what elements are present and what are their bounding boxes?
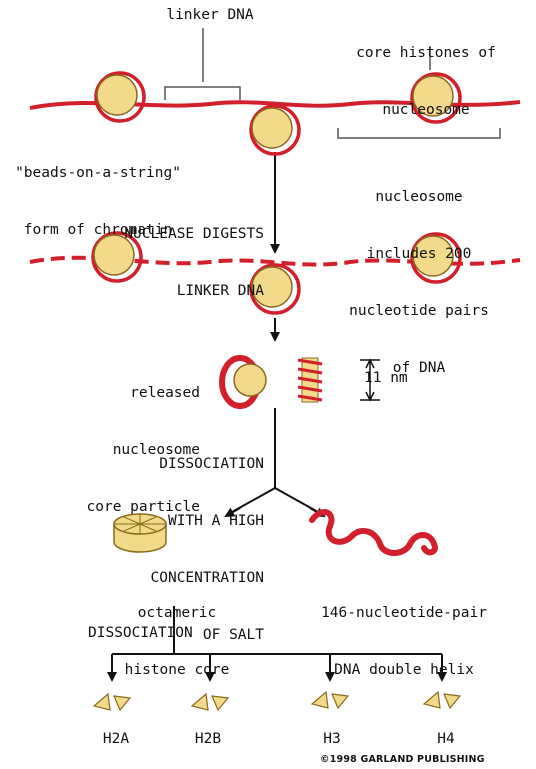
- label-nuclease-digests: NUCLEASE DIGESTS LINKER DNA: [40, 187, 264, 339]
- histone-piece-a: [190, 692, 209, 711]
- histone-pair-4: [422, 690, 462, 710]
- octamer-dividers: [114, 514, 166, 534]
- edge-view-dna-turn: [297, 394, 323, 402]
- bead-3-dna-wrap: [410, 72, 462, 124]
- histone-pair-3: [310, 690, 350, 710]
- label-beads-line-1: "beads-on-a-string": [15, 165, 181, 181]
- bead-2-core: [251, 107, 293, 149]
- label-core-histones-line-2: nucleosome: [382, 102, 470, 118]
- core-particle-histone: [233, 363, 267, 397]
- linker-bracket: [164, 28, 241, 100]
- bead-5-dna-wrap: [249, 263, 301, 315]
- released-core-particle: [219, 355, 267, 409]
- label-core-histones-line-1: core histones of: [356, 45, 496, 61]
- histone-piece-b: [443, 693, 462, 710]
- label-h3: H3: [323, 731, 341, 747]
- annotations: [92, 28, 501, 712]
- label-h2b: H2B: [194, 731, 222, 747]
- label-salt-line-4: OF SALT: [202, 627, 264, 643]
- bead-5-core: [251, 266, 293, 308]
- label-nucleosome-line-4: of DNA: [392, 360, 446, 376]
- label-nucleosome-line-1: nucleosome: [375, 189, 463, 205]
- label-nuclease-line-2: LINKER DNA: [176, 283, 264, 299]
- label-nucleosome-line-3: nucleotide pairs: [349, 303, 489, 319]
- label-helix-line-1: 146-nucleotide-pair: [321, 605, 487, 621]
- size-bar-arrows: [365, 358, 375, 402]
- histone-piece-a: [92, 692, 111, 711]
- nucleosome-beads: [91, 71, 462, 315]
- label-released-line-2: nucleosome: [112, 442, 200, 458]
- label-core-histones: core histones of nucleosome: [338, 6, 514, 158]
- label-h4: H4: [437, 731, 455, 747]
- histone-piece-b: [211, 695, 230, 712]
- label-released-line-1: released: [130, 385, 200, 401]
- label-beads-on-string: "beads-on-a-string" form of chromatin: [2, 126, 194, 278]
- histone-piece-b: [113, 695, 132, 712]
- label-h2a: H2A: [102, 731, 130, 747]
- bead-5: [249, 263, 301, 315]
- edge-view-dna-turn: [297, 367, 323, 375]
- label-salt-line-2: WITH A HIGH: [167, 513, 264, 529]
- label-salt-line-3: CONCENTRATION: [150, 570, 265, 586]
- bead-6-core: [412, 235, 454, 277]
- bead-1: [94, 71, 146, 123]
- label-nucleosome-line-2: includes 200: [366, 246, 472, 262]
- bead-4: [91, 231, 143, 283]
- copyright-notice: ©1998 GARLAND PUBLISHING: [320, 754, 485, 765]
- bead-4-core: [93, 234, 135, 276]
- arrowhead-left: [224, 507, 241, 517]
- nucleosome-span-bracket: [337, 128, 501, 139]
- edge-view-dna-turn: [297, 358, 323, 366]
- histone-piece-a: [310, 690, 329, 709]
- histone-pair-1: [92, 692, 132, 712]
- bead-4-dna-wrap: [91, 231, 143, 283]
- core-particle-edge-view: [297, 357, 323, 403]
- histone-piece-b: [331, 693, 350, 710]
- dna-double-helix: [309, 509, 438, 556]
- label-octameric-core: octameric histone core: [92, 566, 262, 718]
- label-linker-dna: linker DNA: [166, 7, 254, 23]
- bead-6: [410, 232, 462, 284]
- label-nucleosome-includes: nucleosome includes 200 nucleotide pairs…: [334, 150, 504, 416]
- label-octameric-line-2: histone core: [124, 662, 230, 678]
- bead-6-dna-wrap: [410, 232, 462, 284]
- bead-2: [249, 104, 301, 156]
- label-helix-line-2: DNA double helix: [334, 662, 474, 678]
- histone-pair-2: [190, 692, 230, 712]
- label-dissociation-salt: DISSOCIATION WITH A HIGH CONCENTRATION O…: [56, 417, 265, 683]
- edge-view-dna-turn: [297, 376, 323, 384]
- arrow-dissociation-tree: [112, 606, 442, 655]
- label-dissociation: DISSOCIATION: [88, 625, 193, 641]
- label-salt-line-1: DISSOCIATION: [159, 456, 264, 472]
- edge-view-dna-turn: [297, 385, 323, 393]
- bead-3-core: [412, 75, 454, 117]
- label-octameric-line-1: octameric: [137, 605, 217, 621]
- label-nuclease-line-1: NUCLEASE DIGESTS: [124, 226, 264, 242]
- bead-1-core: [96, 74, 138, 116]
- histone-piece-a: [422, 690, 441, 709]
- label-released-line-3: core particle: [86, 499, 201, 515]
- bead-3: [410, 72, 462, 124]
- label-dna-helix: 146-nucleotide-pair DNA double helix: [286, 566, 522, 718]
- octameric-core: [113, 513, 167, 553]
- bead-1-dna-wrap: [94, 71, 146, 123]
- label-beads-line-2: form of chromatin: [23, 222, 173, 238]
- bead-2-dna-wrap: [249, 104, 301, 156]
- label-size: 11 nm: [364, 370, 408, 386]
- label-released-core: released nucleosome core particle: [40, 346, 201, 555]
